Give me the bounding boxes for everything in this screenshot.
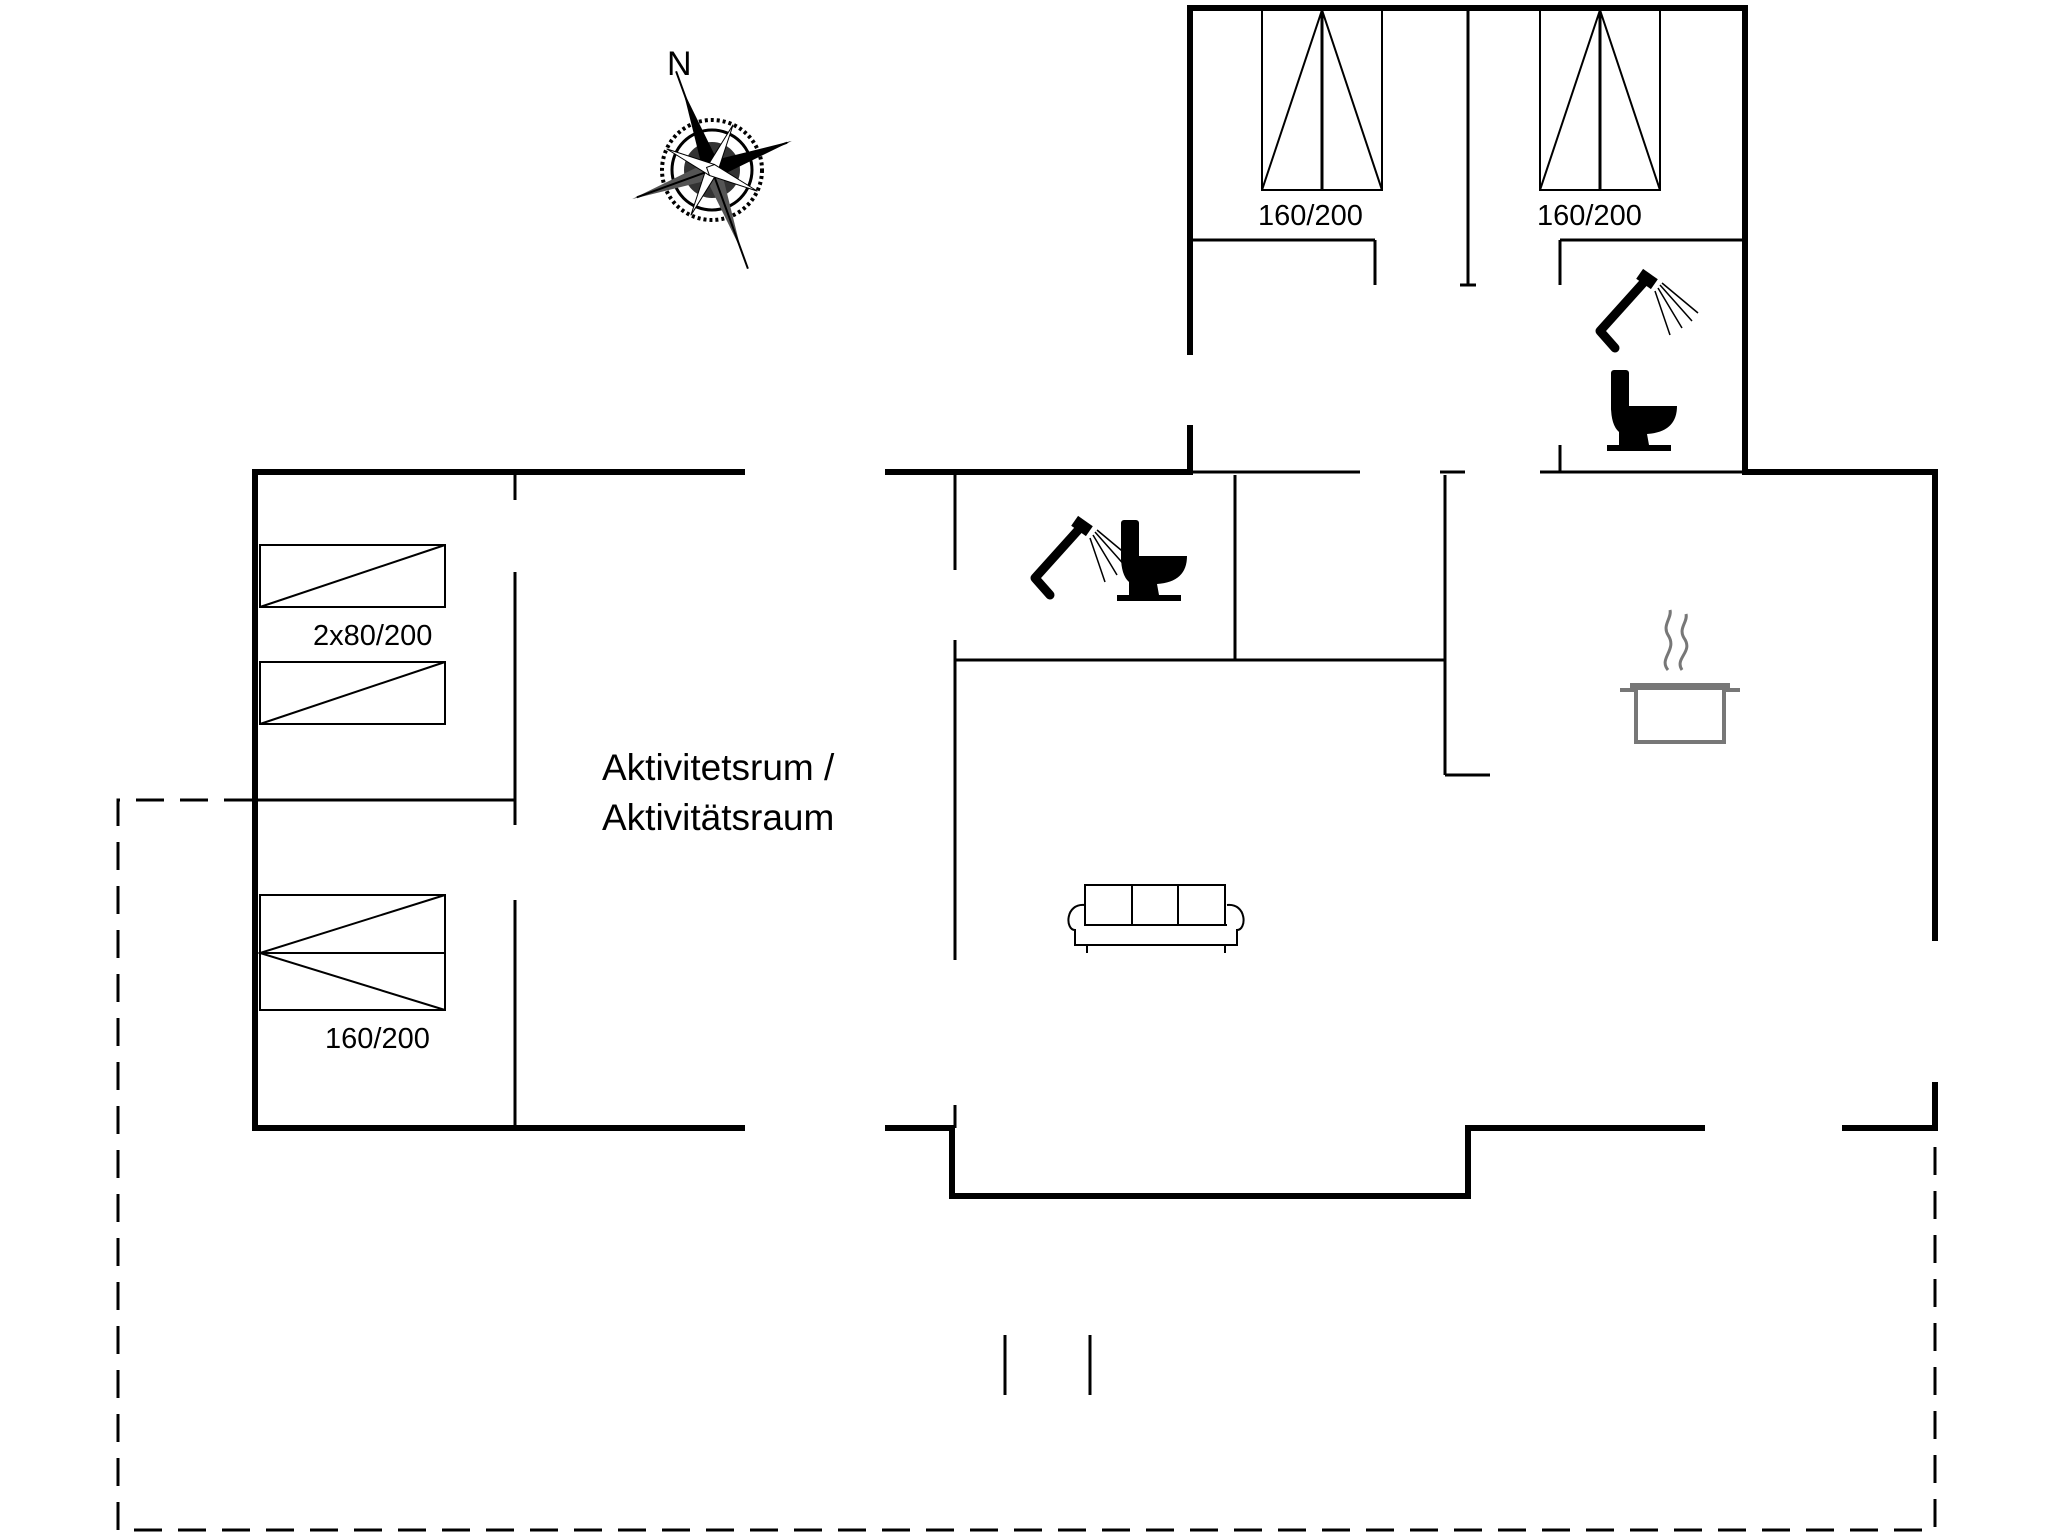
terrace-outline: [116, 798, 1937, 1532]
interior-walls: [255, 8, 1745, 1395]
exterior-walls: [252, 5, 1938, 1199]
bed-size-label: 2x80/200: [313, 620, 432, 652]
activity-room-label-line2: Aktivitätsraum: [602, 797, 834, 838]
compass-north-label: N: [667, 45, 692, 83]
bed-double: 160/200: [256, 894, 446, 1055]
compass-rose-icon: N: [632, 45, 792, 270]
cooking-pot-icon: [1620, 609, 1740, 744]
toilet-icon: [1607, 370, 1677, 451]
bed-size-label: 160/200: [1258, 200, 1363, 232]
sofa-icon: [1067, 884, 1245, 953]
activity-room-label: Aktivitetsrum / Aktivitätsraum: [602, 747, 835, 838]
bed-twin: 2x80/200: [259, 544, 446, 725]
bed-size-label: 160/200: [1537, 200, 1642, 232]
shower-icon: [1030, 515, 1134, 600]
toilet-icon: [1117, 520, 1187, 601]
shower-icon: [1595, 268, 1699, 353]
bed-north-right: 160/200: [1537, 6, 1661, 232]
bed-north-left: 160/200: [1258, 6, 1383, 232]
bed-size-label: 160/200: [325, 1023, 430, 1055]
activity-room-label-line1: Aktivitetsrum /: [602, 747, 835, 788]
